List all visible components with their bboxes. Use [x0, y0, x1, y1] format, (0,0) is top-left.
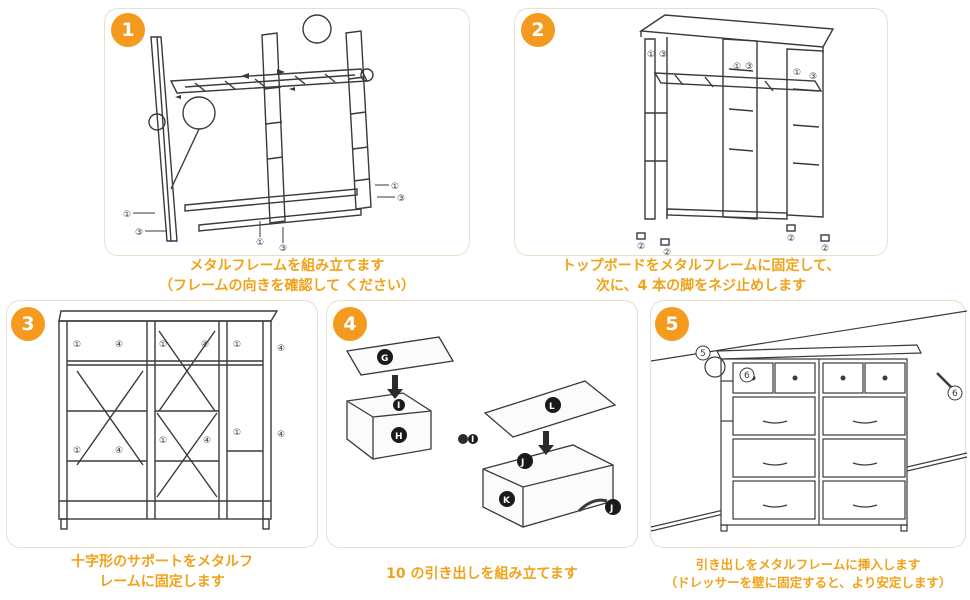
- step-3-panel: ① ④ ① ④ ① ④ ① ④ ① ④ ① ④ 3: [6, 300, 318, 548]
- step-5-panel: 5 6 6 5: [650, 300, 967, 548]
- svg-text:①: ①: [73, 446, 81, 456]
- step-2-badge: 2: [521, 13, 555, 47]
- svg-text:③: ③: [745, 62, 753, 72]
- step-1-illustration: ①③ ①③ ①③: [123, 14, 405, 254]
- svg-text:J: J: [609, 504, 613, 514]
- step-2-caption: トップボードをメタルフレームに固定して、 次に、4 本の脚をネジ止めします: [561, 258, 841, 294]
- svg-text:②: ②: [787, 234, 795, 244]
- svg-text:①: ①: [233, 428, 241, 438]
- svg-text:6: 6: [952, 389, 958, 399]
- step-5-illustration: 5 6 6: [651, 310, 967, 532]
- svg-text:③: ③: [397, 194, 405, 204]
- svg-text:④: ④: [201, 340, 209, 350]
- svg-text:①: ①: [256, 238, 264, 248]
- step-1-caption: メタルフレームを組み立てます （フレームの向きを確認して ください）: [158, 258, 416, 294]
- step-1-badge: 1: [111, 13, 145, 47]
- svg-text:②: ②: [663, 248, 671, 257]
- svg-text:J: J: [520, 458, 524, 468]
- svg-text:③: ③: [809, 72, 817, 82]
- svg-text:④: ④: [277, 344, 285, 354]
- svg-text:①: ①: [733, 62, 741, 72]
- svg-text:③: ③: [279, 244, 287, 254]
- step-3-illustration: ① ④ ① ④ ① ④ ① ④ ① ④ ① ④: [58, 310, 285, 530]
- step-5-caption: 引き出しをメタルフレームに挿入します （ドレッサーを壁に固定すると、より安定しま…: [664, 557, 952, 590]
- step-3-caption: 十字形のサポートをメタルフ レームに固定します: [71, 554, 253, 590]
- svg-text:③: ③: [135, 228, 143, 238]
- step-5-badge: 5: [655, 307, 689, 341]
- step-4-caption: 10 の引き出しを組み立てます: [386, 566, 578, 582]
- svg-text:④: ④: [115, 446, 123, 456]
- svg-text:6: 6: [744, 371, 750, 381]
- svg-text:①: ①: [159, 436, 167, 446]
- svg-text:K: K: [503, 496, 511, 506]
- svg-text:L: L: [549, 402, 555, 412]
- svg-text:④: ④: [203, 436, 211, 446]
- step-3-badge: 3: [11, 307, 45, 341]
- step-4-illustration: G H I L J K J I: [345, 336, 621, 528]
- svg-text:②: ②: [821, 244, 829, 254]
- step-4-badge: 4: [333, 307, 367, 341]
- step-4-panel: G H I L J K J I 4: [326, 300, 638, 548]
- svg-text:①: ①: [391, 182, 399, 192]
- svg-text:5: 5: [700, 349, 706, 359]
- svg-text:H: H: [395, 432, 403, 442]
- svg-text:①: ①: [73, 340, 81, 350]
- svg-text:②: ②: [637, 242, 645, 252]
- svg-text:①: ①: [793, 68, 801, 78]
- svg-text:I: I: [471, 435, 474, 445]
- svg-text:①: ①: [233, 340, 241, 350]
- svg-text:①: ①: [123, 210, 131, 220]
- svg-text:①: ①: [647, 50, 655, 60]
- svg-text:③: ③: [659, 50, 667, 60]
- svg-text:G: G: [381, 354, 388, 364]
- svg-text:④: ④: [277, 430, 285, 440]
- svg-text:④: ④: [115, 340, 123, 350]
- svg-text:①: ①: [159, 340, 167, 350]
- svg-text:I: I: [397, 401, 400, 411]
